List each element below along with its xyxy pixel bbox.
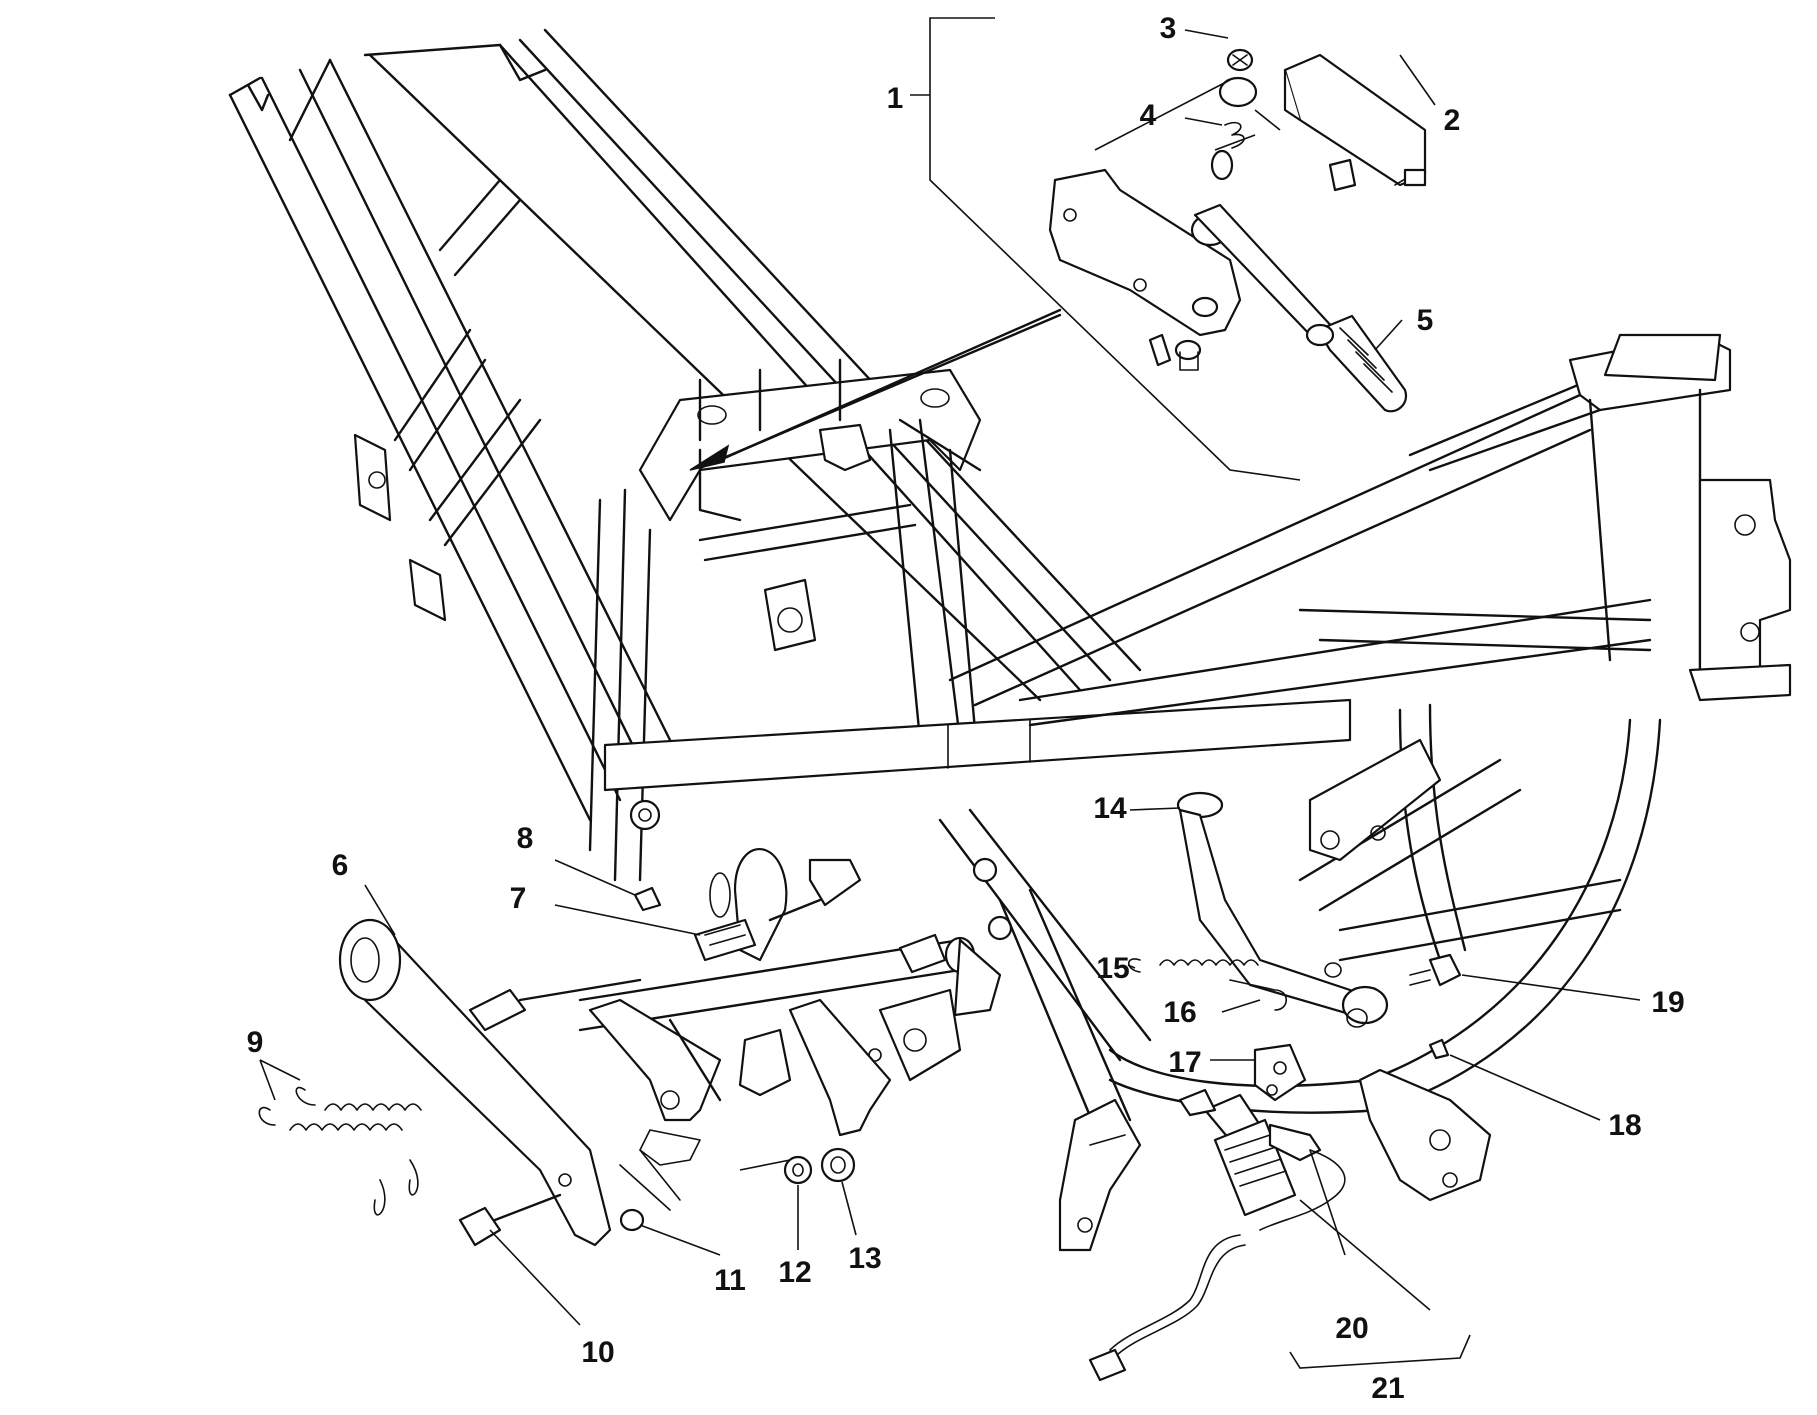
label-15: 15 — [1096, 952, 1129, 985]
label-8: 8 — [517, 822, 534, 855]
label-1: 1 — [887, 82, 904, 115]
label-17: 17 — [1168, 1046, 1201, 1079]
label-10: 10 — [581, 1336, 614, 1369]
label-5: 5 — [1417, 304, 1434, 337]
label-18: 18 — [1608, 1109, 1641, 1142]
motorcycle-frame — [228, 28, 1792, 1252]
stand-assembly-14 — [1088, 791, 1641, 1382]
springs-9 — [258, 1059, 422, 1216]
label-2: 2 — [1444, 104, 1461, 137]
side-stand-assembly — [338, 886, 856, 1247]
label-13: 13 — [848, 1242, 881, 1275]
label-14: 14 — [1093, 792, 1127, 825]
leader-lines — [364, 29, 1436, 1326]
label-21: 21 — [1371, 1372, 1404, 1405]
label-9: 9 — [247, 1026, 264, 1059]
label-19: 19 — [1651, 986, 1684, 1019]
label-12: 12 — [778, 1256, 811, 1289]
part-labels: 1 2 3 4 5 6 7 8 9 10 11 12 13 14 15 16 1… — [247, 12, 1685, 1405]
label-11: 11 — [714, 1264, 746, 1297]
label-16: 16 — [1163, 996, 1196, 1029]
label-20: 20 — [1335, 1312, 1368, 1345]
label-4: 4 — [1140, 99, 1157, 132]
label-7: 7 — [510, 882, 527, 915]
seat-lock-assembly — [1048, 48, 1427, 413]
label-3: 3 — [1160, 12, 1177, 45]
label-6: 6 — [332, 849, 349, 882]
group-bracket-1 — [689, 17, 1301, 481]
